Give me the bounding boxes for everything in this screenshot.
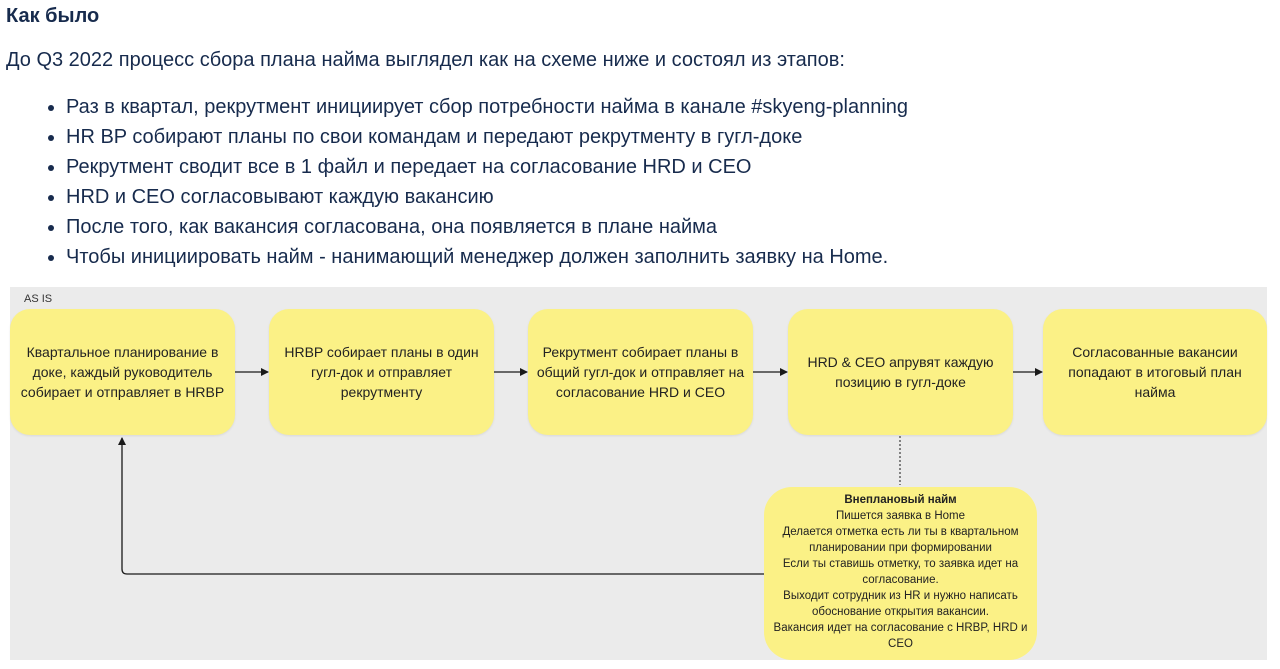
node-recruitment-collects[interactable]: Рекрутмент собирает планы в общий гугл-д… (528, 309, 753, 435)
note-unplanned-hiring[interactable]: Внеплановый найм Пишется заявка в Home Д… (764, 487, 1037, 660)
note-line: Вакансия идет на согласование с HRBP, HR… (773, 622, 1028, 650)
list-item: HRD и CEO согласовывают каждую вакансию (66, 182, 908, 212)
note-line: Если ты ставишь отметку, то заявка идет … (782, 558, 1019, 586)
intro-text: До Q3 2022 процесс сбора плана найма выг… (6, 49, 845, 71)
list-item: После того, как вакансия согласована, он… (66, 212, 908, 242)
node-label: Квартальное планирование в доке, каждый … (20, 344, 225, 400)
list-item: Раз в квартал, рекрутмент инициирует сбо… (66, 92, 908, 122)
node-label: HRBP собирает планы в один гугл-док и от… (284, 344, 479, 400)
node-hrd-ceo-approve[interactable]: HRD & CEO апрувят каждую позицию в гугл-… (788, 309, 1013, 435)
list-item: Чтобы инициировать найм - нанимающий мен… (66, 242, 908, 272)
section-heading: Как было (6, 5, 100, 27)
diagram-connectors (118, 368, 1043, 575)
node-label: HRD & CEO апрувят каждую позицию в гугл-… (807, 354, 994, 390)
node-hrbp-collects[interactable]: HRBP собирает планы в один гугл-док и от… (269, 309, 494, 435)
list-item: Рекрутмент сводит все в 1 файл и передае… (66, 152, 908, 182)
frame-label: AS IS (24, 293, 53, 305)
feedback-arrow (118, 437, 764, 575)
list-item: HR BP собирают планы по свои командам и … (66, 122, 908, 152)
process-diagram[interactable]: AS IS Квартальное планирование в доке, к… (10, 287, 1267, 660)
note-line: Пишется заявка в Home (835, 510, 966, 522)
note-line: Делается отметка есть ли ты в квартально… (782, 526, 1019, 554)
node-label: Согласованные вакансии попадают в итогов… (1068, 344, 1242, 400)
steps-list: Раз в квартал, рекрутмент инициирует сбо… (26, 92, 908, 272)
note-title: Внеплановый найм (844, 494, 957, 506)
node-label: Рекрутмент собирает планы в общий гугл-д… (536, 344, 745, 400)
note-line: Выходит сотрудник из HR и нужно написать… (783, 590, 1018, 618)
node-quarterly-planning[interactable]: Квартальное планирование в доке, каждый … (10, 309, 235, 435)
node-approved-vacancies[interactable]: Согласованные вакансии попадают в итогов… (1043, 309, 1267, 435)
